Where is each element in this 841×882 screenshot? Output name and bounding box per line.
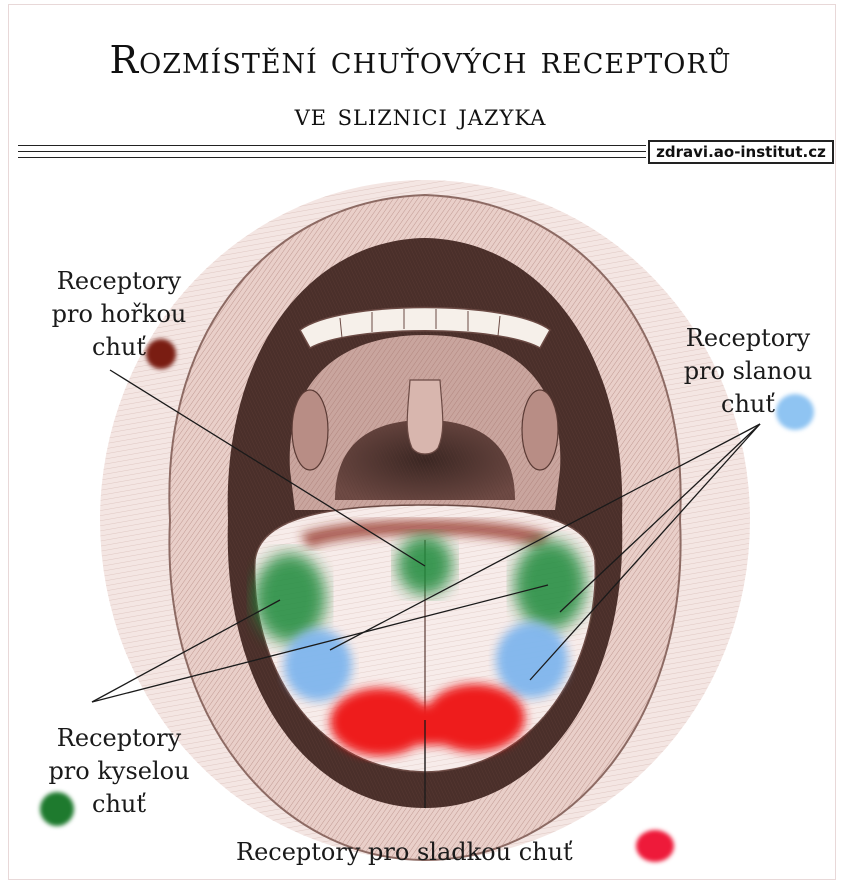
sour-zone-right <box>514 540 586 630</box>
bitter-color-dot <box>146 339 176 369</box>
salty-color-dot <box>776 394 814 430</box>
sour-label-line-1: Receptory <box>34 722 204 755</box>
salty-zone-right <box>496 622 568 698</box>
salty-zone-left <box>284 629 352 701</box>
sour-zone-center <box>397 535 453 595</box>
bitter-label-line-1: Receptory <box>34 265 204 298</box>
sour-color-dot <box>40 792 74 826</box>
bitter-label-line-3: chuť <box>34 331 204 364</box>
bitter-label: Receptory pro hořkou chuť <box>34 265 204 364</box>
left-tonsil <box>292 390 328 470</box>
right-tonsil <box>522 390 558 470</box>
salty-label-line-1: Receptory <box>668 322 828 355</box>
sweet-label: Receptory pro sladkou chuť <box>236 836 636 869</box>
uvula <box>407 380 443 454</box>
sweet-color-dot <box>636 830 674 862</box>
bitter-label-line-2: pro hořkou <box>34 298 204 331</box>
sour-label-line-2: pro kyselou <box>34 755 204 788</box>
salty-label-line-2: pro slanou <box>668 355 828 388</box>
